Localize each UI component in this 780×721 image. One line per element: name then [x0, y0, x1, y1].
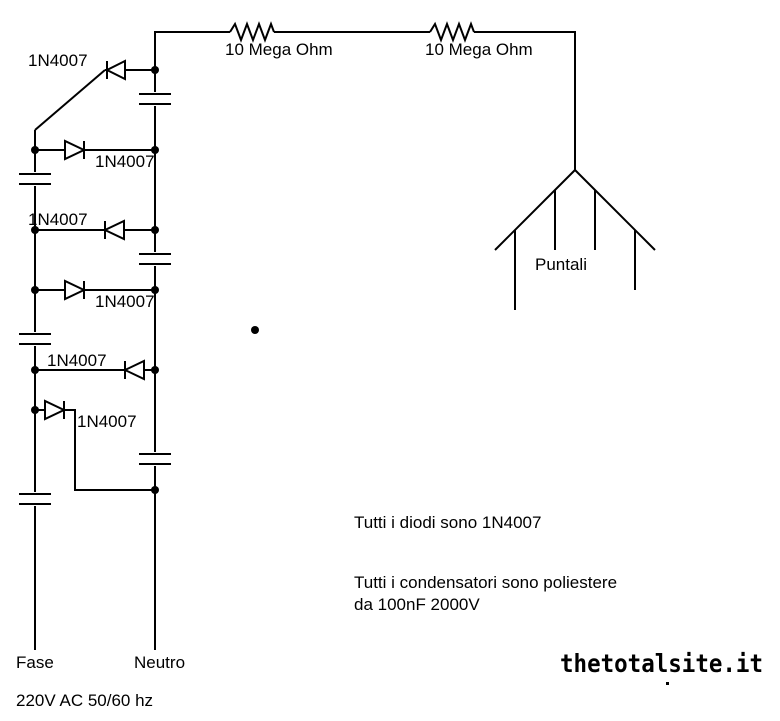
- brand-dot: [666, 682, 669, 685]
- resistor-2-label: 10 Mega Ohm: [425, 40, 533, 59]
- resistor-2: [429, 21, 475, 43]
- diode-1-label: 1N4007: [28, 51, 88, 70]
- probe-label: Puntali: [535, 255, 587, 274]
- diode-6-label: 1N4007: [77, 412, 137, 431]
- diode-3: [35, 219, 155, 241]
- capacitor-l3: [19, 493, 51, 505]
- terminal-phase-label: Fase: [16, 653, 54, 672]
- probe-assembly: [494, 169, 656, 310]
- capacitor-r3: [139, 453, 171, 465]
- capacitor-r1: [139, 93, 171, 105]
- top-wire: [154, 31, 576, 170]
- diode-4: [35, 279, 155, 301]
- brand-logo: thetotalsite.it: [560, 649, 763, 678]
- diode-3-label: 1N4007: [28, 210, 88, 229]
- diode-1: [104, 59, 155, 81]
- capacitor-l2: [19, 333, 51, 345]
- note-capacitors-line1: Tutti i condensatori sono poliestere: [354, 573, 617, 592]
- note-capacitors-line2: da 100nF 2000V: [354, 595, 480, 614]
- capacitor-r2: [139, 253, 171, 265]
- capacitor-l1: [19, 173, 51, 185]
- resistor-1: [229, 21, 275, 43]
- resistor-1-label: 10 Mega Ohm: [225, 40, 333, 59]
- note-diodes: Tutti i diodi sono 1N4007: [354, 513, 541, 532]
- diode-2: [35, 139, 155, 161]
- diode-4-label: 1N4007: [95, 292, 155, 311]
- supply-label: 220V AC 50/60 hz: [16, 691, 153, 710]
- diode-5-label: 1N4007: [47, 351, 107, 370]
- diode-6: [35, 399, 155, 491]
- junction-dots: [31, 66, 259, 494]
- terminal-neutral-label: Neutro: [134, 653, 185, 672]
- diode-2-label: 1N4007: [95, 152, 155, 171]
